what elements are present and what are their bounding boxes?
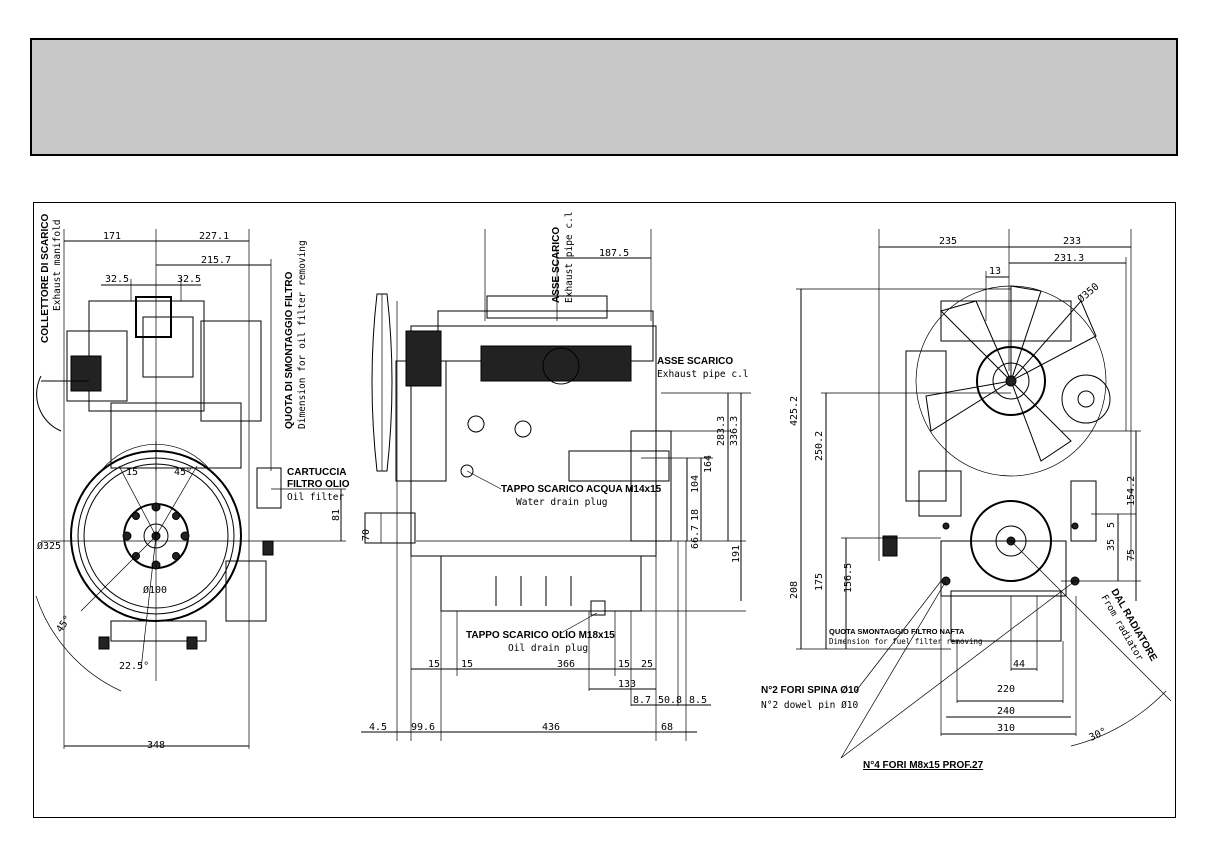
exhaust-pipe-top-label-en: Exhaust pipe c.l [564, 211, 575, 303]
oil-filter-removal-label-it: QUOTA DI SMONTAGGIO FILTRO [284, 271, 295, 429]
m8-holes-label: N°4 FORI M8x15 PROF.27 [863, 760, 984, 771]
exhaust-pipe-top-label-it: ASSE SCARICO [551, 227, 562, 303]
left-view [35, 229, 346, 749]
dim-175: 175 [814, 573, 825, 591]
oil-drain-plug-label-it: TAPPO SCARICO OLIO M18x15 [466, 630, 615, 641]
angle-22-5: 22.5° [119, 661, 149, 672]
header-bar [30, 38, 1178, 156]
dim-diameter-350: Ø350 [1075, 281, 1101, 306]
dim-15-b: 15 [461, 659, 473, 670]
dim-66-7: 66.7 [690, 525, 701, 549]
oil-filter-cartridge-label-it-1: CARTUCCIA [287, 467, 346, 478]
dim-15-c: 15 [618, 659, 630, 670]
dim-35: 35 [1106, 539, 1117, 551]
exhaust-pipe-side-label-en: Exhaust pipe c.l [657, 369, 749, 380]
dim-283-3: 283.3 [716, 416, 727, 446]
dim-75: 75 [1126, 549, 1137, 561]
oil-filter-cartridge-label-en: Oil filter [287, 492, 344, 503]
dim-250-2: 250.2 [814, 431, 825, 461]
dim-164: 164 [703, 455, 714, 473]
left-view-text: 171 227.1 215.7 32.5 32.5 COLLETTORE DI … [37, 214, 350, 751]
dim-227-1: 227.1 [199, 231, 229, 242]
dim-310: 310 [997, 723, 1015, 734]
angle-45-b: 45° [54, 614, 73, 635]
dim-13: 13 [989, 266, 1001, 277]
dim-220: 220 [997, 684, 1015, 695]
dim-366: 366 [557, 659, 575, 670]
dim-4-5: 4.5 [369, 722, 387, 733]
dim-81: 81 [331, 509, 342, 521]
angle-45-a: 45° [174, 467, 192, 478]
dim-32-5-b: 32.5 [177, 274, 201, 285]
engine-dimension-drawing: 171 227.1 215.7 32.5 32.5 COLLETTORE DI … [35, 211, 1172, 771]
dowel-pin-holes-label-en: N°2 dowel pin Ø10 [761, 700, 859, 711]
dim-5: 5 [1106, 522, 1117, 528]
dim-187-5: 187.5 [599, 248, 629, 259]
dim-154-2: 154.2 [1126, 476, 1137, 506]
dim-348: 348 [147, 740, 165, 751]
exhaust-pipe-side-label-it: ASSE SCARICO [657, 356, 733, 367]
water-drain-plug-label-it: TAPPO SCARICO ACQUA M14x15 [501, 484, 662, 495]
drawing-frame: 171 227.1 215.7 32.5 32.5 COLLETTORE DI … [33, 202, 1176, 818]
dim-8-5: 8.5 [689, 695, 707, 706]
dim-diameter-325: Ø325 [37, 540, 61, 552]
dim-233: 233 [1063, 236, 1081, 247]
right-view-text: 235 233 231.3 13 Ø350 425.2 250.2 154.2 … [761, 236, 1159, 771]
dim-436: 436 [542, 722, 560, 733]
exhaust-manifold-label-en: Exhaust manifold [52, 219, 63, 311]
dim-68: 68 [661, 722, 673, 733]
oil-filter-removal-label-en: Dimension for oil filter removing [297, 240, 308, 429]
dim-336-3: 336.3 [729, 416, 740, 446]
dim-235: 235 [939, 236, 957, 247]
dim-104: 104 [690, 475, 701, 493]
dim-diameter-100: Ø100 [143, 584, 167, 596]
middle-view [361, 229, 751, 741]
dim-8-7: 8.7 [633, 695, 651, 706]
middle-view-text: ASSE SCARICO Exhaust pipe c.l 187.5 ASSE… [361, 211, 749, 733]
dim-133: 133 [618, 679, 636, 690]
dim-32-5-a: 32.5 [105, 274, 129, 285]
dim-99-6: 99.6 [411, 722, 435, 733]
fuel-filter-removal-label-en: Dimension for fuel filter removing [829, 637, 983, 646]
oil-drain-plug-label-en: Oil drain plug [508, 643, 588, 654]
angle-15: 15 [126, 467, 138, 478]
angle-30: 30° [1088, 726, 1109, 744]
dim-191: 191 [731, 545, 742, 563]
dim-156-5: 156.5 [843, 563, 854, 593]
dim-70: 70 [361, 529, 372, 541]
dim-15-a: 15 [428, 659, 440, 670]
dim-425-2: 425.2 [789, 396, 800, 426]
fuel-filter-removal-label-it: QUOTA SMONTAGGIO FILTRO NAFTA [829, 627, 965, 636]
dim-171: 171 [103, 231, 121, 242]
dim-25: 25 [641, 659, 653, 670]
oil-filter-cartridge-label-it-2: FILTRO OLIO [287, 479, 350, 490]
dim-50-8: 50.8 [658, 695, 682, 706]
exhaust-manifold-label-it: COLLETTORE DI SCARICO [40, 214, 51, 343]
right-view [796, 229, 1172, 759]
water-drain-plug-label-en: Water drain plug [516, 497, 608, 508]
dim-240: 240 [997, 706, 1015, 717]
dim-44: 44 [1013, 659, 1025, 670]
dim-208: 208 [789, 581, 800, 599]
dowel-pin-holes-label-it: N°2 FORI SPINA Ø10 [761, 685, 860, 696]
dim-231-3: 231.3 [1054, 253, 1084, 264]
dim-215-7: 215.7 [201, 255, 231, 266]
dim-18: 18 [690, 509, 701, 521]
